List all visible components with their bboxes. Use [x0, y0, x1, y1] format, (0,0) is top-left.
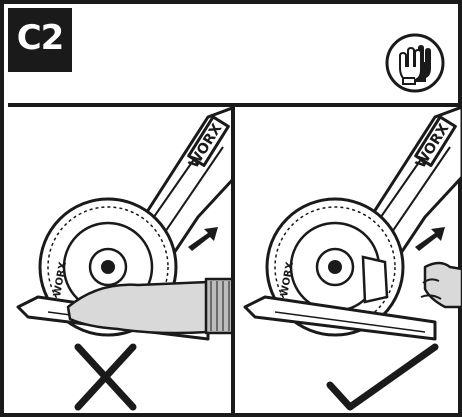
direction-arrow [188, 227, 218, 251]
saw-base-plate [243, 295, 437, 341]
correct-usage-panel: WORX WORX [235, 107, 462, 417]
protective-gloves-icon [385, 33, 445, 93]
saw-illustration-correct: WORX WORX [243, 107, 462, 411]
cross-mark-icon [74, 343, 137, 411]
hand-correct [420, 261, 462, 309]
saw-illustration-incorrect: WORX WORX [16, 107, 231, 411]
incorrect-usage-panel: WORX WORX [8, 107, 235, 417]
direction-arrow [415, 227, 445, 251]
step-badge: C2 [8, 8, 72, 72]
instruction-header: C2 [8, 8, 462, 107]
hand-incorrect [66, 277, 231, 335]
check-mark-icon [326, 343, 439, 411]
